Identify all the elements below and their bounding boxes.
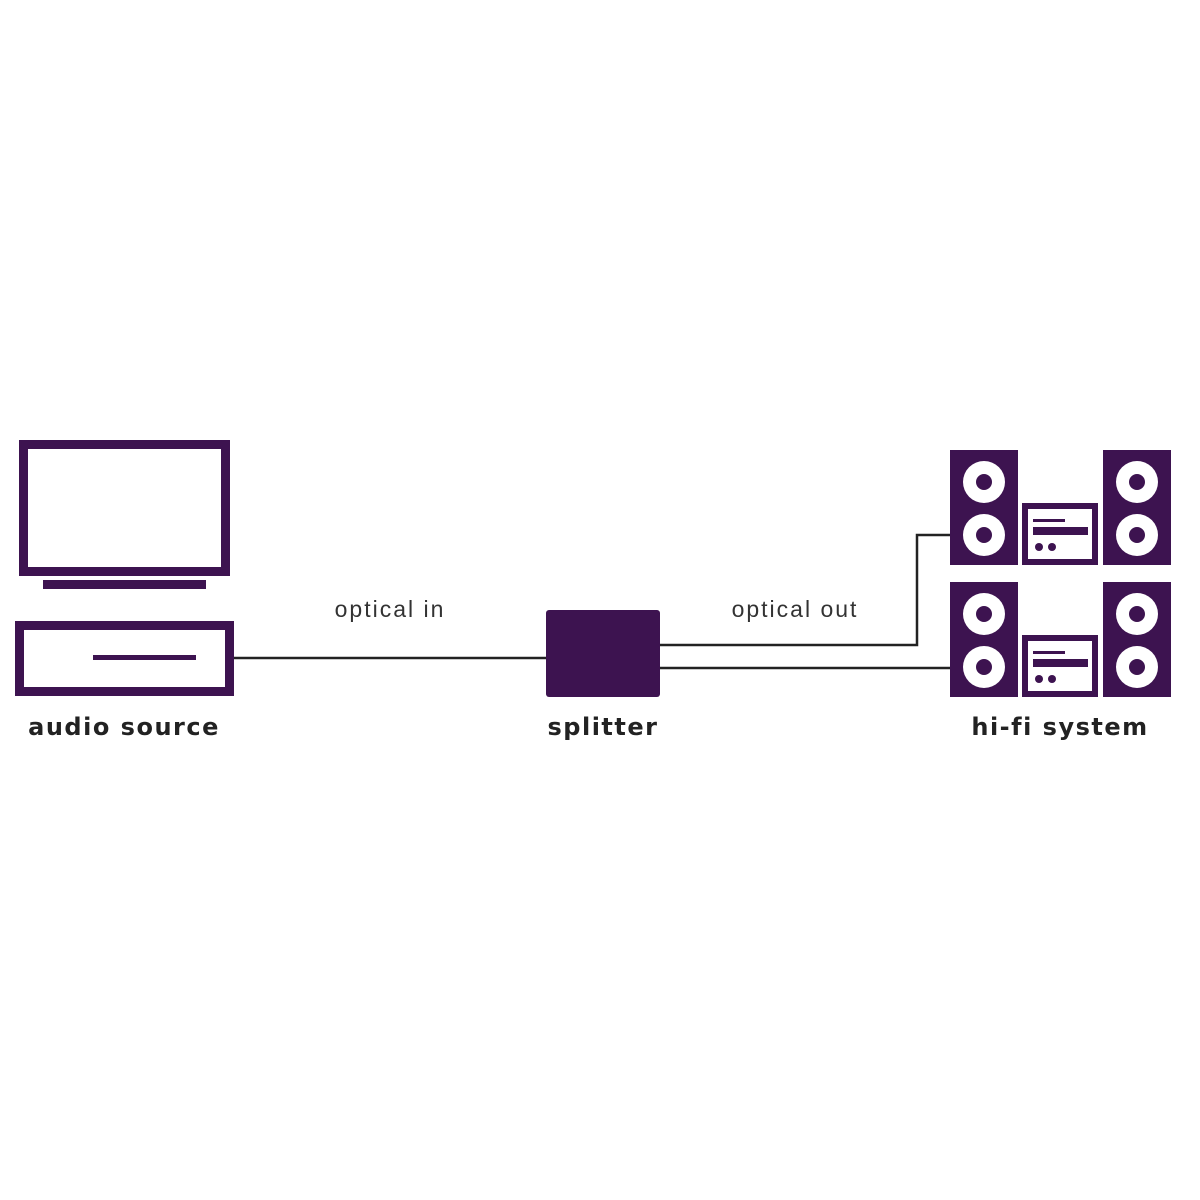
cables — [234, 533, 950, 670]
optical-out-cable-1 — [660, 533, 950, 647]
hifi-unit-icon — [950, 582, 1171, 697]
audio-source-label: audio source — [28, 713, 220, 741]
splitter-label: splitter — [547, 713, 659, 741]
monitor-icon — [19, 440, 230, 589]
optical-out-label: optical out — [731, 596, 859, 622]
audio-source-box-icon — [15, 621, 234, 696]
hifi-system-label: hi-fi system — [971, 713, 1149, 741]
splitter-icon — [546, 610, 660, 697]
optical-in-label: optical in — [334, 596, 446, 622]
hifi-unit-icon — [950, 450, 1171, 565]
